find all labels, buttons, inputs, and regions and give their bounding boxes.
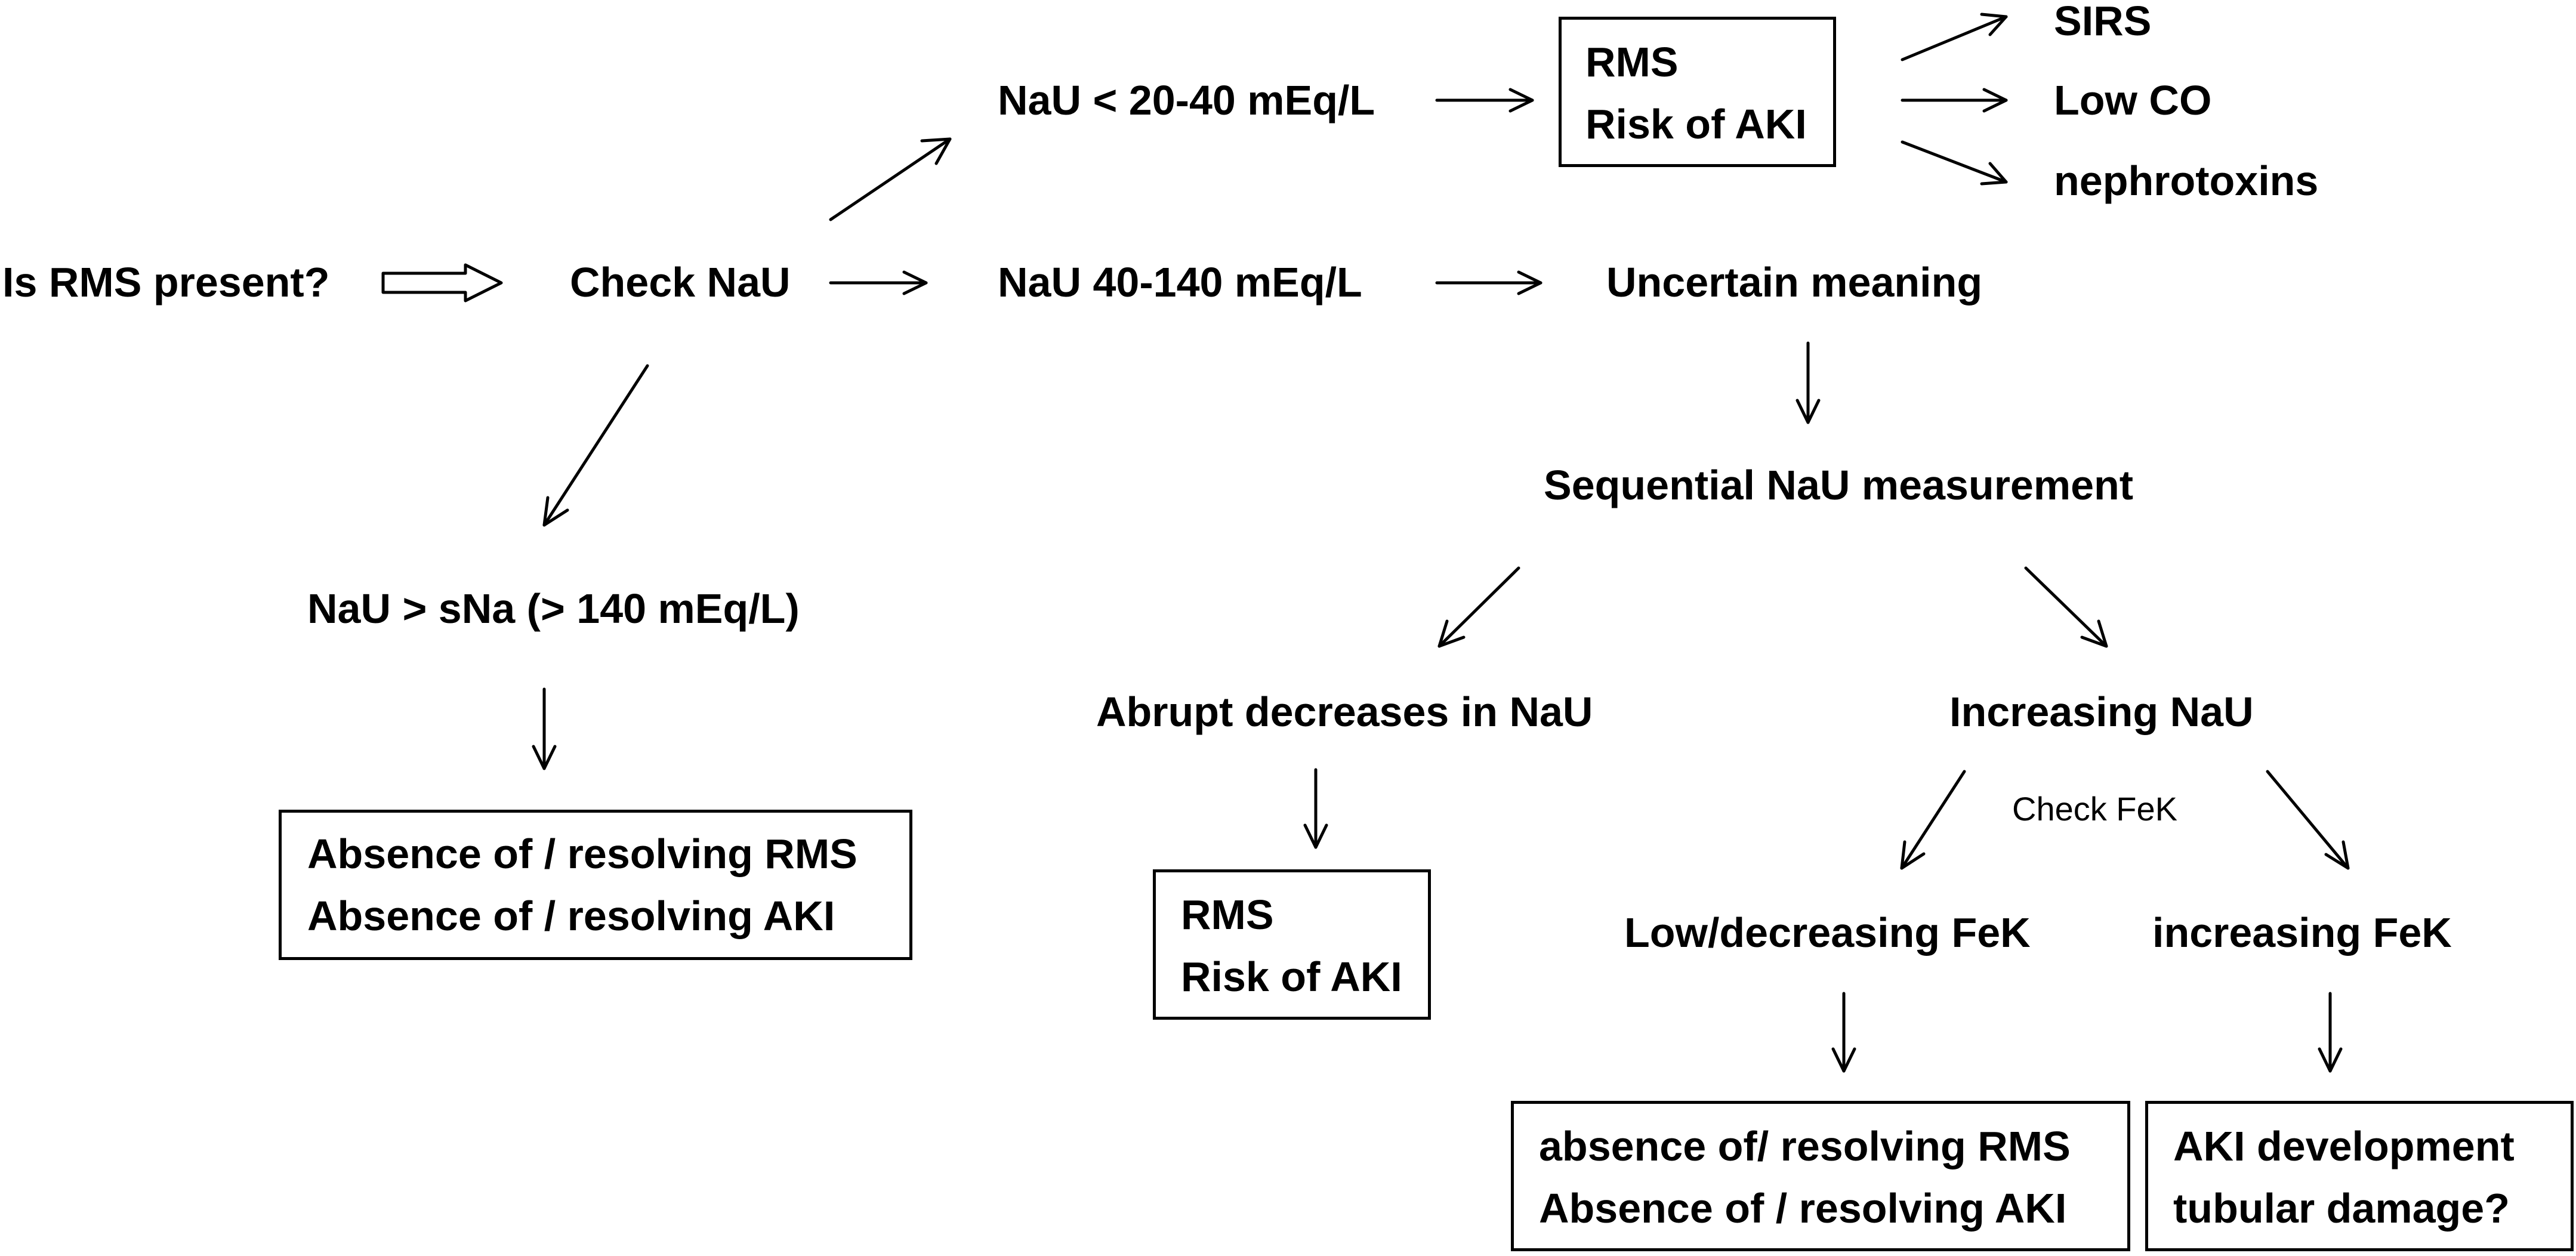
increasing-nau-label: Increasing NaU: [1949, 689, 2254, 735]
hollow-arrow-question-to-check: [381, 263, 503, 303]
arrow-nau-low-to-rms-box: [1435, 88, 1534, 113]
nephrotoxins-label: nephrotoxins: [2054, 158, 2319, 204]
box-line: Absence of / resolving RMS: [307, 831, 857, 877]
box-line: RMS: [1181, 891, 1274, 938]
arrow-inc-fek-to-aki-box: [2318, 992, 2343, 1073]
sirs-label: SIRS: [2054, 0, 2152, 44]
arrow-check-to-nau-mid: [829, 270, 928, 295]
box-line: Absence of / resolving AKI: [307, 893, 835, 939]
arrow-abrupt-to-rms-box: [1303, 768, 1328, 849]
absence-box-right: absence of/ resolving RMS Absence of / r…: [1511, 1101, 2130, 1251]
nau-low-label: NaU < 20-40 mEq/L: [998, 77, 1375, 124]
box-line: tubular damage?: [2173, 1185, 2510, 1232]
arrow-check-to-nau-low: [829, 137, 952, 221]
box-line: Risk of AKI: [1181, 953, 1402, 1000]
box-line: absence of/ resolving RMS: [1539, 1123, 2071, 1169]
increasing-fek-label: increasing FeK: [2152, 909, 2452, 956]
rms-risk-box-top: RMS Risk of AKI: [1559, 17, 1836, 167]
nau-high-label: NaU > sNa (> 140 mEq/L): [307, 585, 800, 632]
arrow-increasing-to-low-fek: [1900, 770, 1966, 870]
arrow-rms-to-low-co: [1901, 88, 2008, 113]
arrow-rms-to-nephrotoxins: [1901, 140, 2008, 186]
check-nau-label: Check NaU: [570, 259, 791, 305]
arrow-low-fek-to-absence-right: [1831, 992, 1856, 1073]
aki-development-box: AKI development tubular damage?: [2145, 1101, 2574, 1251]
low-decreasing-fek-label: Low/decreasing FeK: [1624, 909, 2031, 956]
rms-risk-box-mid: RMS Risk of AKI: [1153, 869, 1431, 1020]
rms-question-label: Is RMS present?: [2, 259, 330, 305]
nau-mid-label: NaU 40-140 mEq/L: [998, 259, 1362, 305]
arrow-rms-to-sirs: [1901, 13, 2008, 61]
box-line: Risk of AKI: [1585, 101, 1807, 147]
low-co-label: Low CO: [2054, 77, 2212, 124]
arrow-uncertain-to-sequential: [1796, 341, 1821, 424]
box-line: Absence of / resolving AKI: [1539, 1185, 2067, 1232]
absence-box-left: Absence of / resolving RMS Absence of / …: [279, 810, 912, 960]
arrow-check-to-nau-high: [542, 364, 649, 527]
arrow-nau-mid-to-uncertain: [1435, 270, 1542, 295]
check-fek-label: Check FeK: [2012, 790, 2177, 828]
arrow-sequential-to-abrupt: [1437, 566, 1520, 648]
box-line: AKI development: [2173, 1123, 2515, 1169]
box-line: RMS: [1585, 39, 1679, 85]
abrupt-decreases-label: Abrupt decreases in NaU: [1096, 689, 1593, 735]
sequential-measurement-label: Sequential NaU measurement: [1544, 462, 2134, 508]
arrow-sequential-to-increasing: [2024, 566, 2108, 648]
arrow-nau-high-to-absence-left: [532, 687, 557, 770]
uncertain-meaning-label: Uncertain meaning: [1606, 259, 1983, 305]
arrow-increasing-to-inc-fek: [2266, 770, 2350, 870]
